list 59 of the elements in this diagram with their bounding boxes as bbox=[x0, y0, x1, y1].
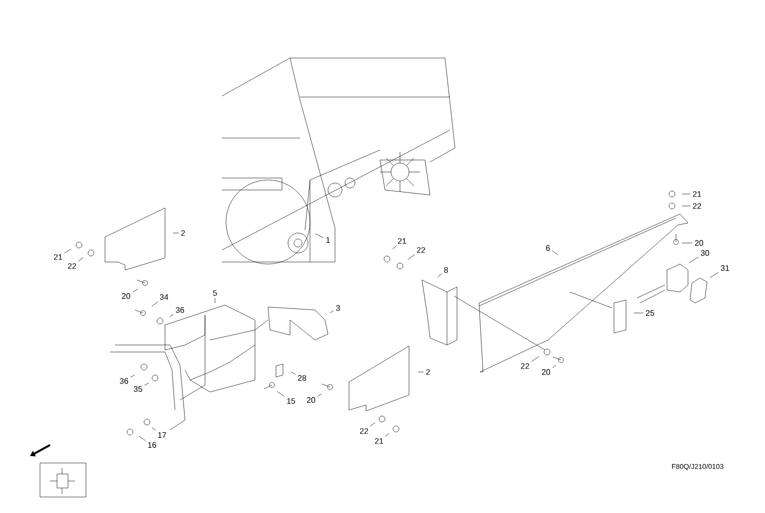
callout-number: 2 bbox=[426, 369, 430, 375]
callout-number: 21 bbox=[54, 254, 62, 260]
callout-number: 34 bbox=[160, 294, 168, 300]
callout-number: 36 bbox=[176, 307, 184, 313]
callout-number: 15 bbox=[287, 398, 296, 404]
leader-line bbox=[170, 314, 174, 317]
leader-line bbox=[130, 374, 135, 378]
leader-line bbox=[144, 382, 149, 386]
callout-number: 28 bbox=[298, 375, 306, 381]
leader-line bbox=[385, 433, 390, 437]
callout-number: 22 bbox=[416, 247, 426, 253]
leader-line bbox=[330, 310, 334, 314]
leader-line bbox=[437, 273, 442, 278]
callout-number: 25 bbox=[646, 310, 654, 316]
leader-line bbox=[317, 394, 322, 396]
leader-line bbox=[291, 372, 296, 374]
callout-number: 22 bbox=[692, 203, 702, 209]
callout-number: 20 bbox=[542, 369, 550, 375]
leader-line bbox=[552, 250, 558, 255]
leader-line bbox=[392, 245, 397, 250]
leader-line bbox=[152, 427, 156, 431]
callout-number: 21 bbox=[692, 191, 702, 197]
callout-number: 20 bbox=[122, 293, 130, 299]
callout-number: 21 bbox=[398, 238, 406, 244]
callout-number: 22 bbox=[520, 363, 530, 369]
callout-number: 2 bbox=[181, 230, 185, 236]
leader-line bbox=[552, 365, 556, 368]
leader-line bbox=[132, 288, 138, 292]
leader-line bbox=[214, 298, 216, 304]
leader-line bbox=[682, 242, 693, 244]
leader-line bbox=[710, 272, 719, 278]
callout-number: 3 bbox=[336, 305, 340, 311]
callout-number: 31 bbox=[720, 265, 730, 271]
leader-line bbox=[315, 234, 324, 238]
callout-number: 36 bbox=[120, 378, 128, 384]
callout-number: 17 bbox=[158, 432, 166, 438]
callout-number: 5 bbox=[213, 290, 217, 296]
leader-line bbox=[138, 436, 146, 441]
leader-line bbox=[172, 232, 179, 234]
callout-number: 16 bbox=[148, 442, 156, 448]
callout-number: 22 bbox=[68, 263, 76, 269]
leader-line bbox=[531, 356, 540, 362]
callout-number: 35 bbox=[134, 386, 142, 392]
callout-number: 8 bbox=[444, 267, 448, 273]
callout-number: 6 bbox=[546, 245, 550, 251]
leader-line bbox=[276, 391, 285, 397]
leader-line bbox=[64, 248, 72, 254]
leader-line bbox=[152, 301, 158, 307]
leader-line bbox=[78, 257, 84, 262]
leader-line bbox=[634, 312, 644, 314]
leader-line bbox=[688, 256, 699, 263]
leader-line bbox=[408, 254, 415, 260]
callout-number: 1 bbox=[326, 237, 330, 243]
callout-number: 20 bbox=[306, 397, 316, 403]
callout-number: 21 bbox=[374, 438, 384, 444]
callout-number: 22 bbox=[360, 428, 368, 434]
callout-number: 30 bbox=[700, 250, 710, 256]
callout-number: 20 bbox=[694, 240, 704, 246]
leader-line bbox=[370, 422, 376, 427]
